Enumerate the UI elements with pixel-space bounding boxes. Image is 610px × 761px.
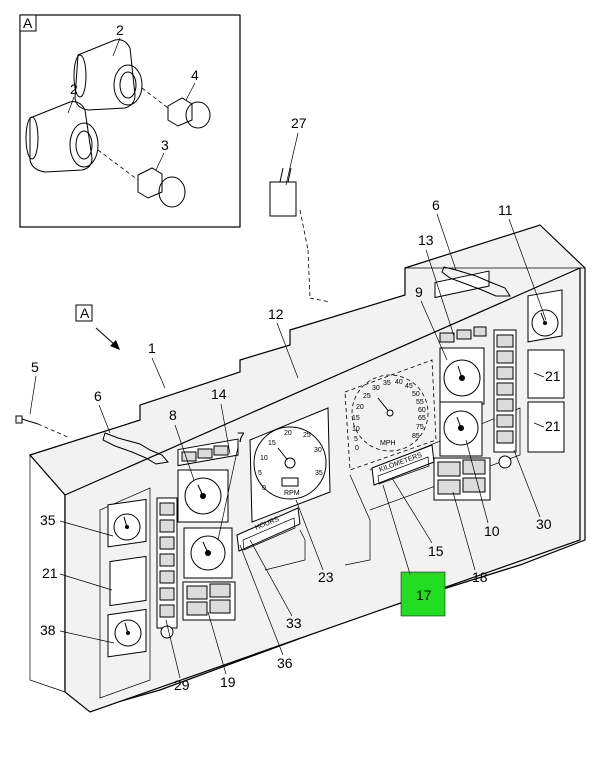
inset-label: A <box>23 15 33 31</box>
callouts: 27 6 11 13 9 12 1 5 6 14 8 7 35 21 38 29 <box>29 115 561 693</box>
tach-tick-35: 35 <box>315 470 323 477</box>
view-label: A <box>80 305 90 321</box>
callout-13: 13 <box>418 232 434 248</box>
callout-inset-3: 3 <box>161 137 169 153</box>
speedo-tick-40: 40 <box>395 379 403 386</box>
speedo-tick-60: 60 <box>418 407 426 414</box>
speedo-tick-85: 85 <box>412 433 420 440</box>
callout-17: 17 <box>416 587 432 603</box>
tach-tick-15: 15 <box>268 440 276 447</box>
callout-inset-2b: 2 <box>70 81 78 97</box>
callout-6-left: 6 <box>94 388 102 404</box>
callout-inset-2a: 2 <box>116 22 124 38</box>
callout-11: 11 <box>498 202 513 218</box>
callout-inset-4: 4 <box>191 67 199 83</box>
speedo-tick-10: 10 <box>352 426 360 433</box>
clamp-6-right <box>441 266 511 297</box>
speedometer: 0 5 10 15 20 25 30 35 40 45 50 55 60 65 … <box>344 359 437 471</box>
tach-tick-5: 5 <box>258 470 262 477</box>
callout-12: 12 <box>268 306 284 322</box>
gauge-10 <box>439 401 483 457</box>
blank-panel-21-left <box>109 555 147 607</box>
gauge-9 <box>439 347 485 405</box>
callout-19: 19 <box>220 674 236 690</box>
indicator-strip-14 <box>177 438 239 467</box>
speedo-tick-65: 65 <box>418 415 426 422</box>
callout-36: 36 <box>277 655 293 671</box>
callout-27: 27 <box>291 115 307 131</box>
callout-38: 38 <box>40 622 56 638</box>
gauge-8 <box>177 469 229 523</box>
callout-21-lower: 21 <box>545 418 561 434</box>
socket-upper <box>73 39 143 111</box>
callout-14: 14 <box>211 386 227 402</box>
gauge-11 <box>527 289 563 343</box>
indicator-strip-13 <box>434 270 490 343</box>
mph-label: MPH <box>380 440 396 447</box>
callout-23: 23 <box>318 569 334 585</box>
view-arrow-a: A <box>75 304 120 350</box>
callout-7: 7 <box>237 429 245 445</box>
switch-column-30 <box>493 329 517 469</box>
speedo-tick-15: 15 <box>352 415 360 422</box>
callout-5: 5 <box>31 359 39 375</box>
callout-15: 15 <box>428 543 444 559</box>
socket-lower <box>25 101 99 173</box>
switch-column-29 <box>156 497 178 639</box>
callout-21-left: 21 <box>42 565 58 581</box>
callout-30: 30 <box>536 516 552 532</box>
callout-10: 10 <box>484 523 500 539</box>
tach-tick-20: 20 <box>284 430 292 437</box>
speedo-tick-5: 5 <box>354 436 358 443</box>
tach-tick-0: 0 <box>262 485 266 492</box>
callout-9: 9 <box>415 284 423 300</box>
blank-panel-21-lower <box>527 401 565 453</box>
highlight-box-17 <box>400 571 446 617</box>
callout-1: 1 <box>148 340 156 356</box>
callout-6-right: 6 <box>432 197 440 213</box>
switch-block-18 <box>433 457 491 501</box>
screw-5 <box>15 415 71 439</box>
tachometer: 0 5 10 15 20 25 30 35 RPM <box>249 407 331 523</box>
gauge-35 <box>107 498 147 548</box>
connector-27 <box>269 167 331 303</box>
tach-tick-25: 25 <box>303 432 311 439</box>
switch-block-19 <box>182 581 236 621</box>
speedo-tick-20: 20 <box>356 404 364 411</box>
callout-8: 8 <box>169 407 177 423</box>
callout-21-upper: 21 <box>545 368 561 384</box>
callout-18: 18 <box>472 569 488 585</box>
callout-35: 35 <box>40 512 56 528</box>
speedo-tick-25: 25 <box>363 393 371 400</box>
speedo-tick-55: 55 <box>416 399 424 406</box>
gauge-7 <box>183 527 233 579</box>
bulb-4 <box>141 87 211 129</box>
tach-tick-10: 10 <box>260 455 268 462</box>
blank-panel-21-upper <box>527 349 565 399</box>
clamp-6-left <box>102 432 169 465</box>
speedo-tick-45: 45 <box>405 383 413 390</box>
speedo-tick-50: 50 <box>412 391 420 398</box>
callout-33: 33 <box>286 615 302 631</box>
rpm-label: RPM <box>284 490 300 497</box>
callout-29: 29 <box>174 677 190 693</box>
speedo-tick-0: 0 <box>355 445 359 452</box>
gauge-38 <box>107 608 147 658</box>
tach-tick-30: 30 <box>314 447 322 454</box>
bulb-3 <box>97 149 186 208</box>
speedo-tick-30: 30 <box>372 385 380 392</box>
inset-detail-a: A 2 2 4 <box>19 14 241 228</box>
speedo-tick-35: 35 <box>383 380 391 387</box>
speedo-tick-75: 75 <box>416 424 424 431</box>
